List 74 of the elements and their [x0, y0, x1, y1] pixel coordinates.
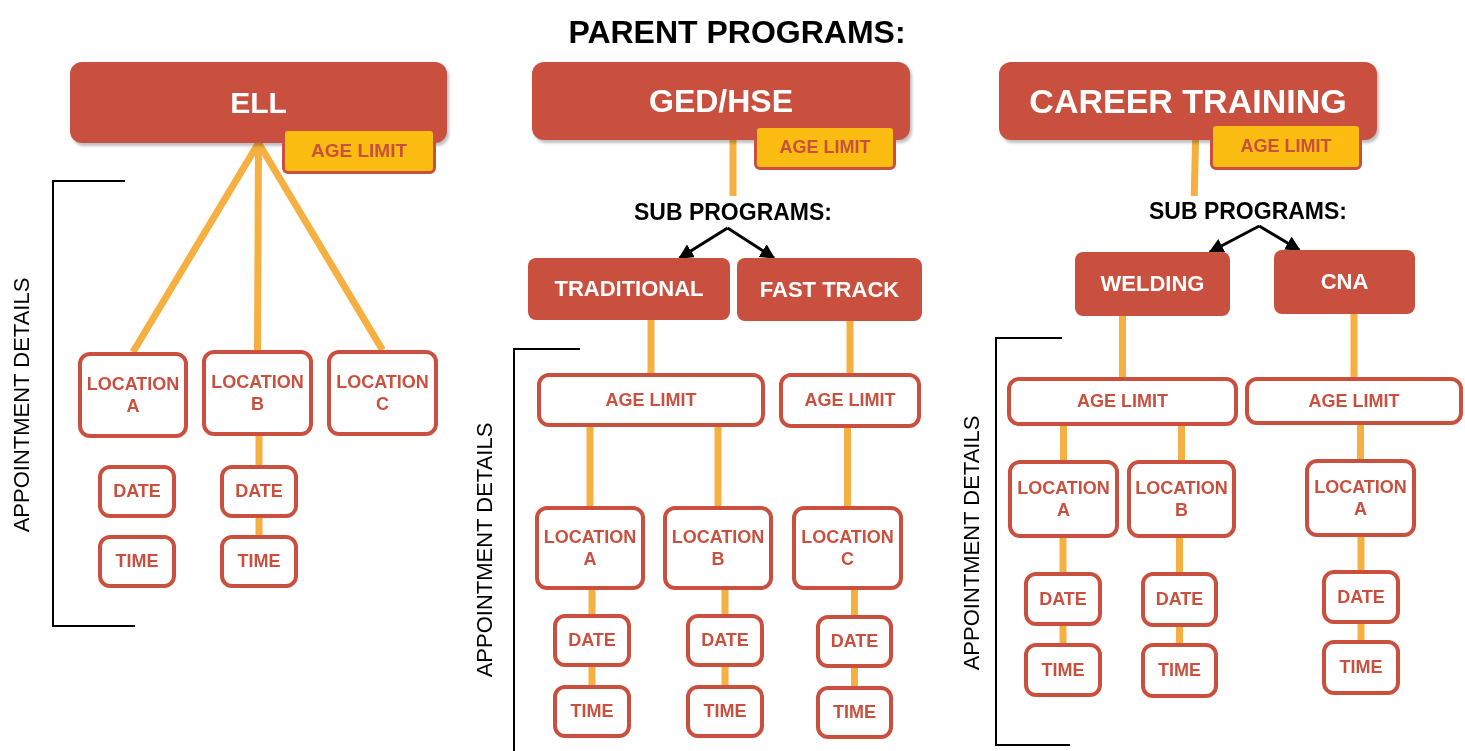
detail-box: AGE LIMIT [779, 373, 921, 428]
detail-box: DATE [98, 465, 176, 518]
detail-box: DATE [1322, 570, 1400, 624]
connector-line [1059, 538, 1067, 572]
age-limit-tag: AGE LIMIT [1210, 123, 1362, 170]
connector-line [714, 427, 722, 506]
arrow [726, 226, 776, 260]
detail-box: TIME [1322, 640, 1400, 695]
connector-line [851, 668, 858, 686]
connector-line [586, 427, 594, 506]
connector-line [721, 590, 729, 614]
detail-box: LOCATION B [1127, 460, 1236, 538]
detail-box: TIME [553, 685, 631, 738]
arrow [678, 226, 729, 260]
connector-line [1060, 426, 1067, 460]
age-limit-tag: AGE LIMIT [282, 128, 436, 174]
program-box: GED/HSE [532, 62, 910, 140]
detail-box: TIME [686, 685, 764, 738]
rotated-label: APPOINTMENT DETAILS [961, 414, 983, 673]
connector-line [1119, 316, 1126, 377]
detail-box: AGE LIMIT [537, 373, 765, 427]
detail-box: LOCATION A [1305, 459, 1416, 537]
detail-box: LOCATION C [327, 350, 438, 436]
detail-box: TIME [1024, 643, 1102, 697]
connector-line [588, 590, 596, 614]
detail-box: DATE [686, 614, 764, 667]
connector-line [1176, 627, 1183, 643]
detail-box: LOCATION C [792, 506, 903, 590]
connector-line [1357, 537, 1365, 570]
rotated-label: APPOINTMENT DETAILS [474, 421, 496, 680]
connector-line [1357, 425, 1364, 459]
program-box: ELL [70, 62, 447, 143]
arrow [1208, 224, 1260, 254]
section-heading: SUB PROGRAMS: [1136, 196, 1360, 226]
arrow [1258, 224, 1301, 252]
connector-line [588, 667, 596, 685]
connector-line [1357, 624, 1365, 640]
detail-box: TIME [816, 686, 893, 739]
section-heading: SUB PROGRAMS: [624, 196, 842, 228]
rotated-label: APPOINTMENT DETAILS [11, 276, 33, 535]
connector-line [647, 320, 655, 373]
connector-line [1176, 538, 1183, 572]
detail-box: DATE [816, 615, 893, 668]
detail-box: LOCATION B [202, 350, 313, 436]
connector-line [1350, 314, 1358, 377]
detail-box: AGE LIMIT [1245, 377, 1463, 425]
diagram-title: PARENT PROGRAMS: [567, 13, 907, 52]
detail-box: LOCATION B [663, 506, 773, 590]
connector-line [721, 667, 729, 685]
connector-line [844, 428, 851, 506]
subprogram-box: TRADITIONAL [528, 258, 730, 320]
detail-box: AGE LIMIT [1007, 377, 1238, 426]
connector-line [1190, 139, 1200, 197]
program-box: CAREER TRAINING [999, 62, 1377, 140]
connector-line [1059, 626, 1067, 643]
detail-box: LOCATION A [535, 506, 645, 590]
detail-box: TIME [1141, 643, 1218, 698]
connector-line [851, 590, 858, 615]
subprogram-box: CNA [1274, 250, 1415, 314]
detail-box: DATE [220, 465, 298, 518]
detail-box: DATE [553, 614, 631, 667]
detail-box: DATE [1141, 572, 1218, 627]
detail-box: LOCATION A [78, 352, 188, 438]
connector-line [255, 518, 263, 535]
connector-line [846, 321, 854, 373]
detail-box: TIME [220, 535, 298, 588]
connector-line [255, 436, 263, 465]
detail-box: DATE [1024, 572, 1102, 626]
detail-box: LOCATION A [1008, 460, 1119, 538]
detail-box: TIME [98, 535, 176, 588]
subprogram-box: FAST TRACK [737, 258, 922, 321]
connector-line [1178, 426, 1185, 460]
subprogram-box: WELDING [1075, 252, 1230, 316]
age-limit-tag: AGE LIMIT [754, 125, 896, 170]
